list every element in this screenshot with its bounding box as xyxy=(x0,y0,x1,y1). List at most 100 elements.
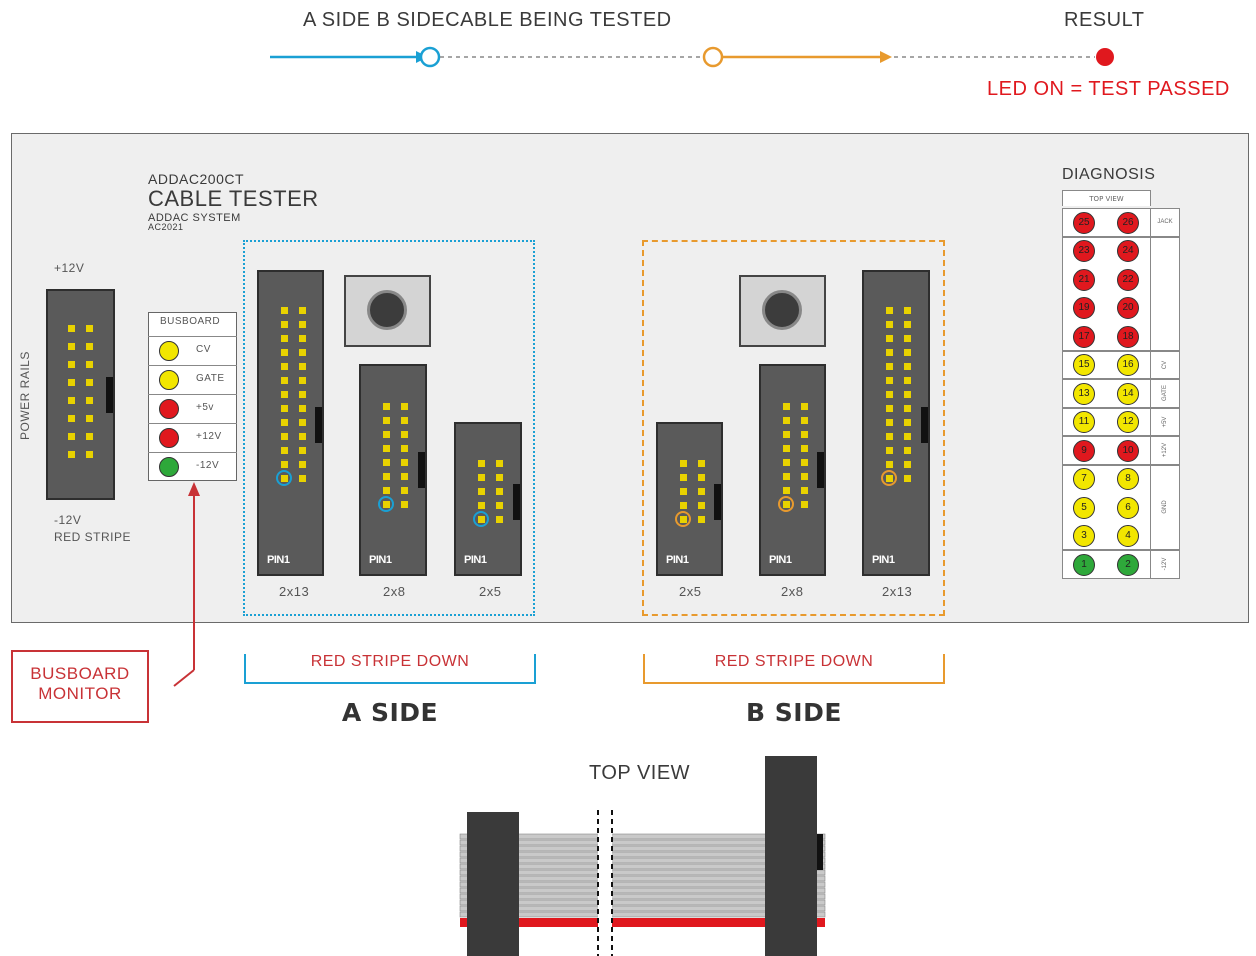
header-pin xyxy=(401,445,408,452)
pin1-marker-ring xyxy=(473,511,489,527)
header-pin xyxy=(698,460,705,467)
header-pin xyxy=(904,405,911,412)
diagnosis-led: 13 xyxy=(1073,382,1095,405)
diagnosis-led: 9 xyxy=(1073,439,1095,462)
legend-a-side: A SIDE B SIDECABLE BEING TESTED xyxy=(303,9,672,31)
pin1-label: PIN1 xyxy=(666,554,689,566)
power-rail-pin xyxy=(68,433,75,440)
header-pin xyxy=(904,363,911,370)
header-pin xyxy=(886,335,893,342)
busboard-led xyxy=(159,341,179,361)
header-key-notch xyxy=(714,484,721,520)
diagnosis-led: 2 xyxy=(1117,553,1139,576)
power-rails-header xyxy=(46,289,115,500)
header-pin xyxy=(281,391,288,398)
header-pin xyxy=(783,445,790,452)
header-pin xyxy=(886,447,893,454)
diagnosis-led: 15 xyxy=(1073,354,1095,376)
diagnosis-group-label: GND xyxy=(1162,500,1168,514)
pin1-label: PIN1 xyxy=(267,554,290,566)
header-pin xyxy=(904,307,911,314)
diagnosis-group-label-cell: GATE xyxy=(1150,379,1180,408)
diagnosis-title: DIAGNOSIS xyxy=(1062,166,1156,183)
header-pin xyxy=(299,447,306,454)
ribbon-wire xyxy=(459,893,826,900)
diagnosis-led: 4 xyxy=(1117,525,1139,547)
header-pin xyxy=(299,363,306,370)
power-rail-pin xyxy=(68,343,75,350)
header-pin xyxy=(281,363,288,370)
header-pin xyxy=(904,349,911,356)
header-pin xyxy=(299,433,306,440)
header-pin xyxy=(783,431,790,438)
minus12-label: -12V xyxy=(54,513,82,527)
header-pin xyxy=(801,487,808,494)
b-header-label-2: 2x13 xyxy=(882,584,913,599)
diagnosis-led: 21 xyxy=(1073,268,1095,291)
b-side-idc-header-1: PIN1 xyxy=(759,364,826,576)
power-rail-pin xyxy=(86,433,93,440)
header-pin xyxy=(904,377,911,384)
header-pin xyxy=(281,447,288,454)
a-side-bracket xyxy=(244,654,536,684)
diagnosis-led: 24 xyxy=(1117,240,1139,262)
diagnosis-led: 19 xyxy=(1073,297,1095,319)
header-pin xyxy=(496,516,503,523)
header-pin xyxy=(383,431,390,438)
ribbon-wire xyxy=(459,839,826,846)
header-pin xyxy=(383,487,390,494)
busboard-row-label: +12V xyxy=(196,431,222,442)
header-pin xyxy=(886,419,893,426)
header-pin xyxy=(281,433,288,440)
diagnosis-group-label-cell: +5V xyxy=(1150,407,1180,436)
header-pin xyxy=(783,403,790,410)
diagnosis-led: 3 xyxy=(1073,525,1095,547)
diagnosis-led: 16 xyxy=(1117,354,1139,376)
b-side-test-button[interactable] xyxy=(739,275,826,347)
ribbon-wire xyxy=(459,911,826,918)
b-red-stripe-down: RED STRIPE DOWN xyxy=(714,653,874,670)
header-pin xyxy=(478,474,485,481)
header-pin xyxy=(680,516,687,523)
b-side-idc-header-2: PIN1 xyxy=(862,270,930,576)
header-pin xyxy=(904,335,911,342)
header-pin xyxy=(478,516,485,523)
header-pin xyxy=(401,473,408,480)
a-header-label-0: 2x13 xyxy=(279,584,310,599)
header-key-notch xyxy=(817,452,824,488)
header-pin xyxy=(401,501,408,508)
header-pin xyxy=(299,377,306,384)
b-side-idc-header-0: PIN1 xyxy=(656,422,723,576)
header-pin xyxy=(698,488,705,495)
busboard-row: -12V xyxy=(148,452,237,481)
ribbon-wire xyxy=(459,875,826,882)
diagnosis-group-label: +12V xyxy=(1162,443,1168,458)
pin1-label: PIN1 xyxy=(369,554,392,566)
header-pin xyxy=(383,459,390,466)
a-header-label-2: 2x5 xyxy=(479,584,502,599)
header-pin xyxy=(886,349,893,356)
busboard-row: CV xyxy=(148,336,237,365)
diagnosis-led: 12 xyxy=(1117,411,1139,433)
header-pin xyxy=(496,460,503,467)
top-view-label: TOP VIEW xyxy=(589,762,691,784)
b-side-frame xyxy=(642,240,945,616)
header-pin xyxy=(801,501,808,508)
header-pin xyxy=(281,461,288,468)
header-pin xyxy=(401,403,408,410)
header-pin xyxy=(801,473,808,480)
a-side-test-button[interactable] xyxy=(344,275,431,347)
diagnosis-led: 20 xyxy=(1117,297,1139,319)
header-key-notch xyxy=(418,452,425,488)
b-side-button-knob[interactable] xyxy=(762,290,802,330)
busboard-led xyxy=(159,428,179,448)
diagnosis-led: 11 xyxy=(1073,411,1095,433)
diagnosis-led: 14 xyxy=(1117,382,1139,405)
diagnosis-led: 8 xyxy=(1117,468,1139,490)
a-side-title: A SIDE xyxy=(341,698,439,727)
a-side-button-knob[interactable] xyxy=(367,290,407,330)
power-rail-pin xyxy=(86,325,93,332)
header-pin xyxy=(496,488,503,495)
busboard-row-label: -12V xyxy=(196,460,220,471)
